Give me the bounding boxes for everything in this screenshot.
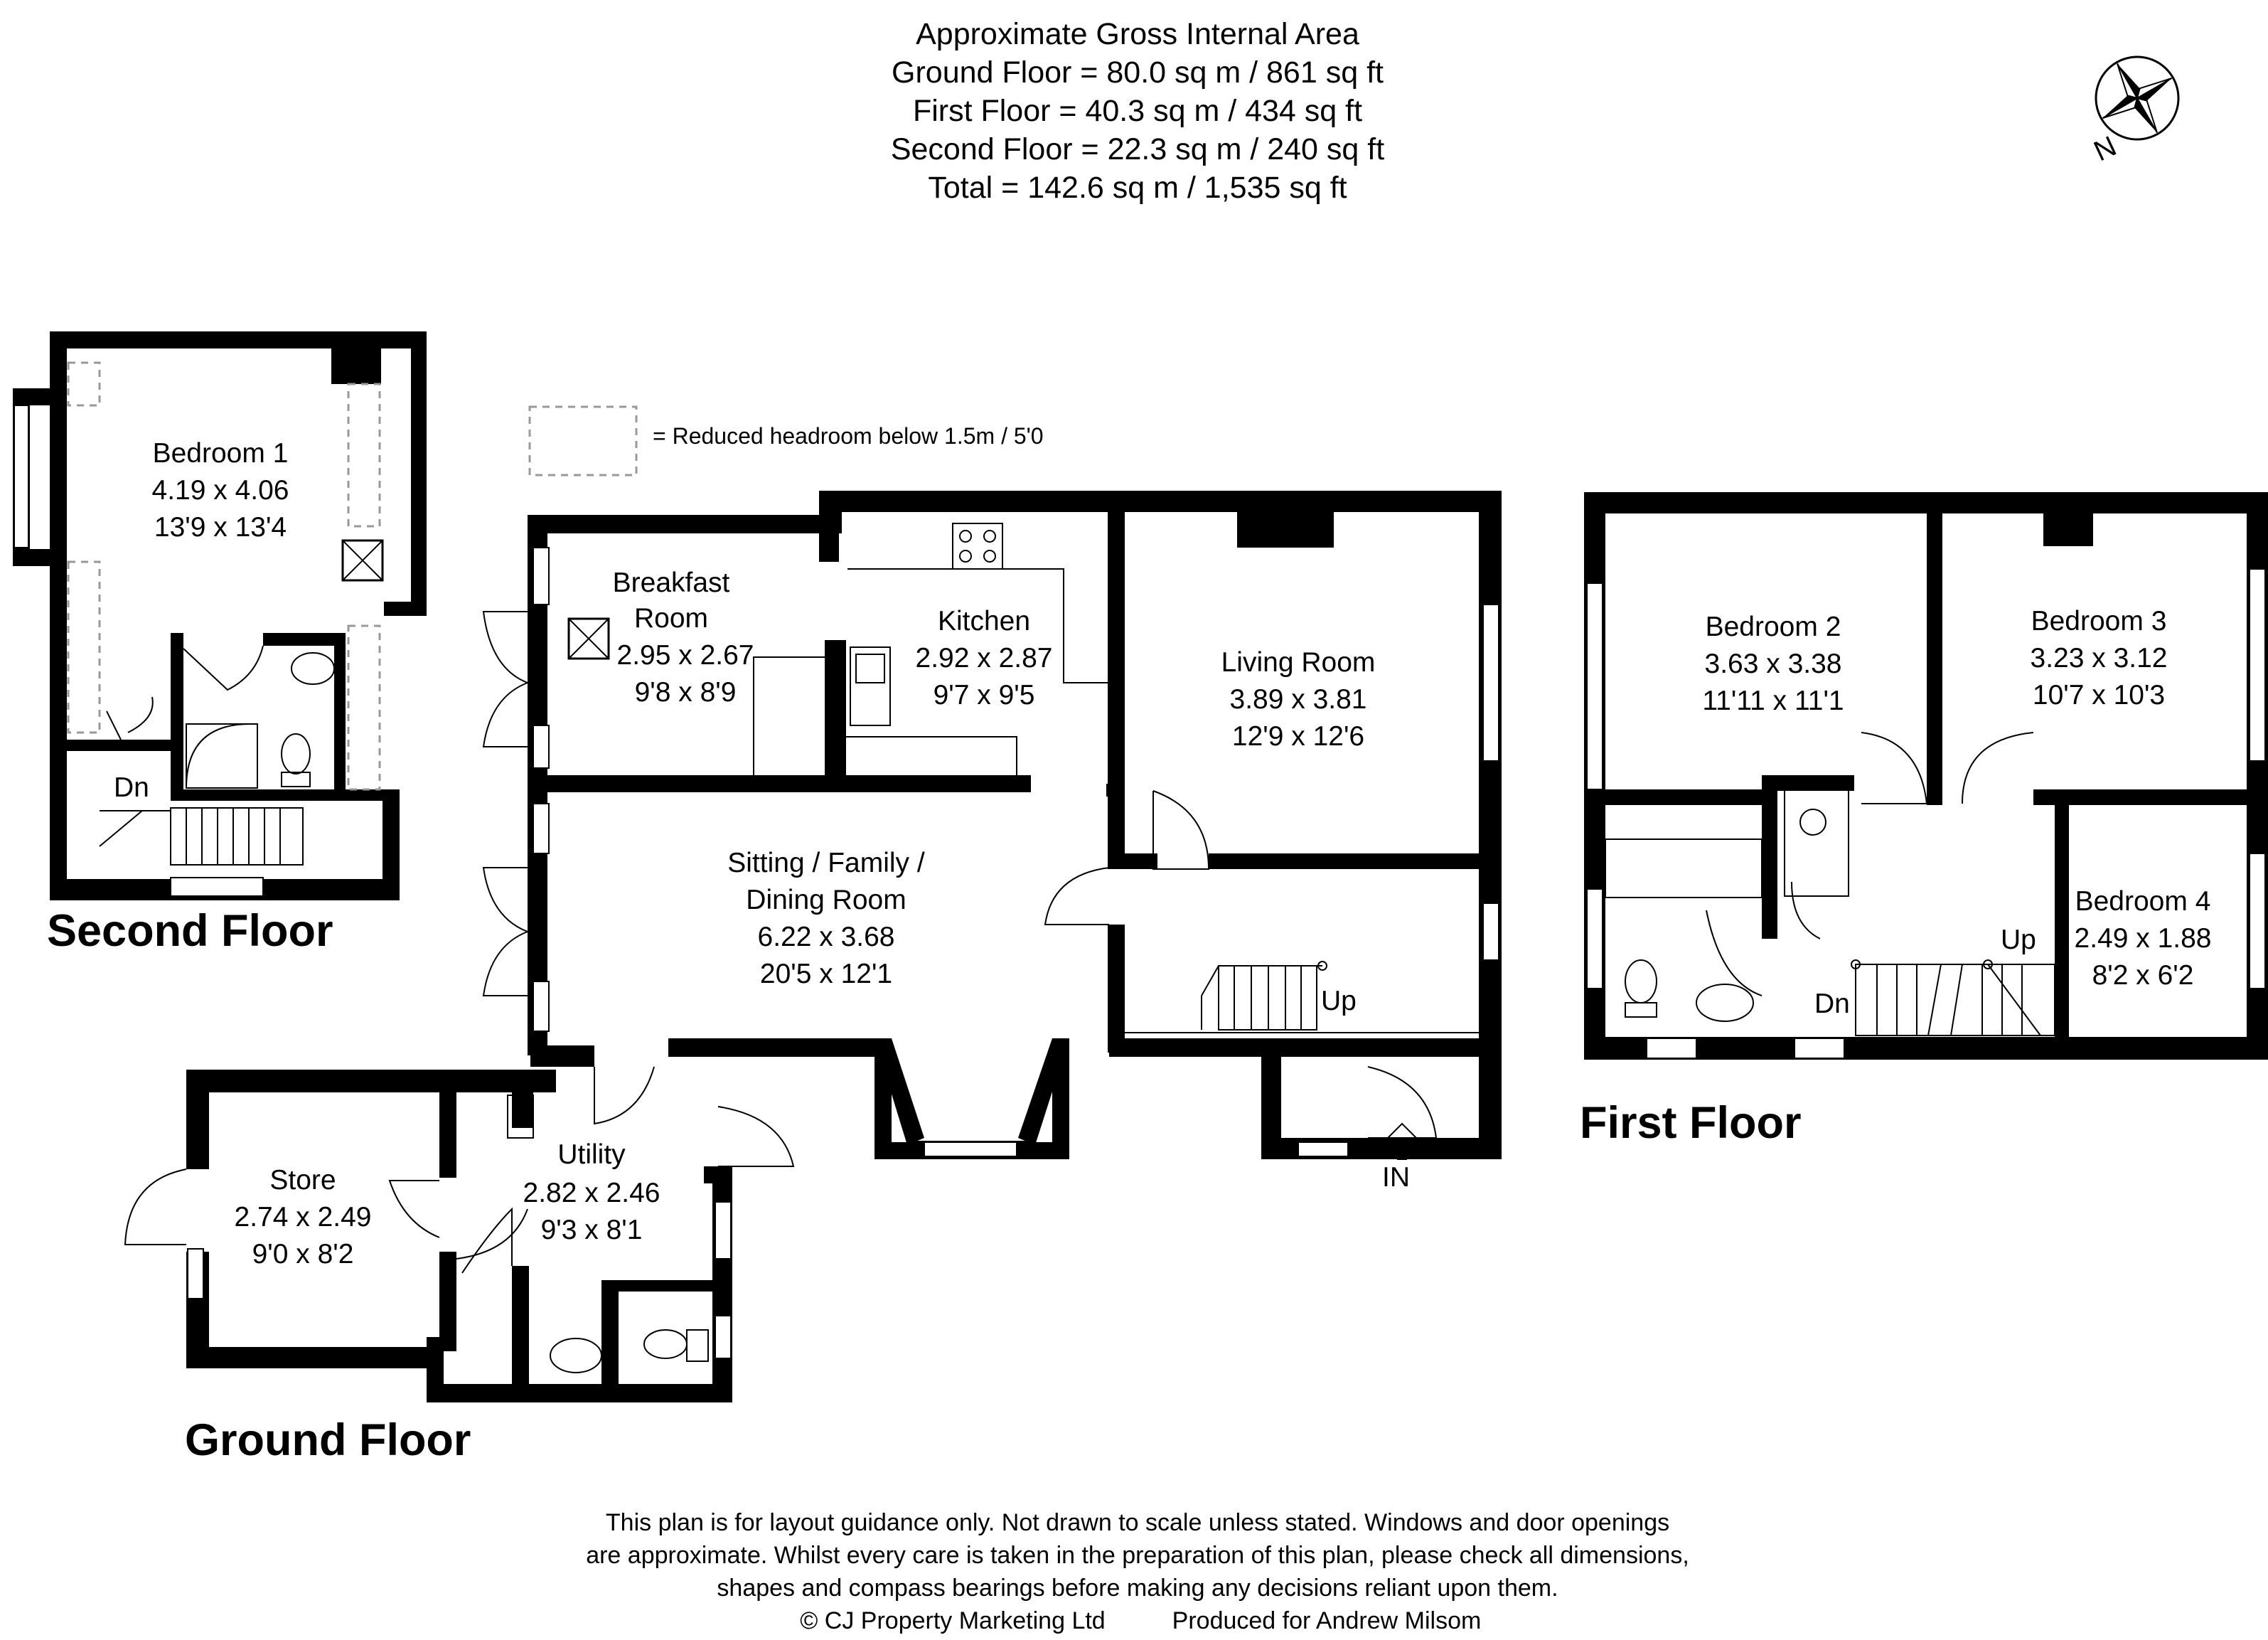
disclaimer-line-2: are approximate. Whilst every care is ta…	[586, 1542, 1689, 1569]
living-name: Living Room	[1221, 647, 1376, 678]
bedroom2-name: Bedroom 2	[1706, 612, 1841, 642]
utility-metric: 2.82 x 2.46	[523, 1178, 660, 1208]
bedroom1-name: Bedroom 1	[153, 438, 289, 469]
bedroom1-metric: 4.19 x 4.06	[152, 475, 289, 506]
compass-rose-icon	[2095, 55, 2180, 141]
living-metric: 3.89 x 3.81	[1230, 684, 1367, 715]
sitting-imperial: 20'5 x 12'1	[760, 959, 892, 989]
kitchen-imperial: 9'7 x 9'5	[934, 680, 1035, 710]
store-name: Store	[269, 1165, 336, 1196]
sitting-name-1: Sitting / Family /	[727, 848, 925, 878]
area-total: Total = 142.6 sq m / 1,535 sq ft	[928, 171, 1347, 205]
second-floor-dn-label: Dn	[114, 772, 149, 803]
legend: = Reduced headroom below 1.5m / 5'0	[528, 405, 1044, 476]
bedroom3-name: Bedroom 3	[2031, 606, 2167, 637]
bedroom1-imperial: 13'9 x 13'4	[154, 512, 287, 543]
legend-dashed-box	[528, 405, 638, 476]
utility-imperial: 9'3 x 8'1	[541, 1215, 643, 1245]
first-floor-title: First Floor	[1580, 1098, 1802, 1148]
store-metric: 2.74 x 2.49	[235, 1202, 372, 1232]
legend-text: = Reduced headroom below 1.5m / 5'0	[653, 423, 1044, 449]
area-first: First Floor = 40.3 sq m / 434 sq ft	[913, 94, 1362, 128]
utility-name: Utility	[557, 1139, 626, 1170]
second-floor-plan: Bedroom 1 4.19 x 4.06 13'9 x 13'4 Dn	[13, 331, 427, 900]
disclaimer-line-1: This plan is for layout guidance only. N…	[606, 1509, 1669, 1536]
first-up-label: Up	[2001, 925, 2036, 955]
bedroom2-metric: 3.63 x 3.38	[1705, 649, 1842, 679]
store-imperial: 9'0 x 8'2	[252, 1239, 354, 1269]
breakfast-name-2: Room	[634, 603, 708, 634]
breakfast-imperial: 9'8 x 8'9	[635, 677, 737, 708]
first-floor-plan: Bedroom 2 3.63 x 3.38 11'11 x 11'1 Bedro…	[1584, 492, 2268, 1060]
ground-floor-plan: Breakfast Room 2.95 x 2.67 9'8 x 8'9 Kit…	[124, 491, 1502, 1402]
sitting-metric: 6.22 x 3.68	[758, 922, 895, 952]
area-second: Second Floor = 22.3 sq m / 240 sq ft	[891, 132, 1384, 166]
entrance-label: IN	[1382, 1162, 1410, 1193]
sitting-name-2: Dining Room	[746, 885, 906, 915]
bedroom4-name: Bedroom 4	[2075, 886, 2211, 917]
bedroom4-metric: 2.49 x 1.88	[2075, 923, 2212, 954]
ground-up-label: Up	[1321, 986, 1357, 1016]
first-dn-label: Dn	[1814, 989, 1850, 1019]
area-heading: Approximate Gross Internal Area	[916, 17, 1359, 51]
compass-north-label: N	[2090, 130, 2122, 167]
disclaimer-line-3: shapes and compass bearings before makin…	[717, 1575, 1558, 1602]
living-imperial: 12'9 x 12'6	[1232, 721, 1364, 752]
second-floor-title: Second Floor	[47, 906, 333, 956]
area-summary: Approximate Gross Internal Area Ground F…	[891, 17, 1384, 205]
produced-for: Produced for Andrew Milsom	[1172, 1607, 1482, 1634]
breakfast-metric: 2.95 x 2.67	[617, 640, 754, 671]
bedroom3-metric: 3.23 x 3.12	[2031, 643, 2168, 673]
copyright: © CJ Property Marketing Ltd	[800, 1607, 1105, 1634]
bedroom4-imperial: 8'2 x 6'2	[2092, 960, 2194, 991]
disclaimer: This plan is for layout guidance only. N…	[586, 1509, 1689, 1634]
kitchen-name: Kitchen	[938, 606, 1030, 637]
breakfast-name-1: Breakfast	[613, 568, 730, 598]
kitchen-metric: 2.92 x 2.87	[916, 643, 1053, 673]
ground-floor-title: Ground Floor	[185, 1415, 471, 1465]
bedroom2-imperial: 11'11 x 11'1	[1702, 686, 1844, 716]
area-ground: Ground Floor = 80.0 sq m / 861 sq ft	[892, 55, 1384, 90]
bedroom3-imperial: 10'7 x 10'3	[2033, 680, 2165, 710]
